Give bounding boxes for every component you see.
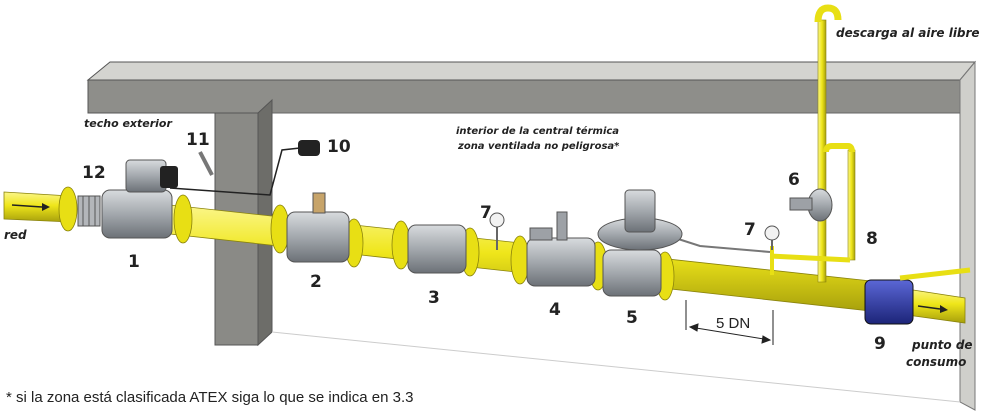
item-12-compensator bbox=[77, 195, 101, 227]
label-punto-2: consumo bbox=[906, 355, 967, 369]
item-number-7b: 7 bbox=[744, 220, 756, 240]
item-3-device bbox=[407, 224, 467, 274]
item-number-2: 2 bbox=[310, 272, 322, 292]
control-cable bbox=[169, 147, 301, 196]
label-5dn: 5 DN bbox=[716, 315, 751, 332]
item-number-7a: 7 bbox=[480, 203, 492, 223]
vent-pipes bbox=[769, 4, 856, 283]
item-4-device bbox=[526, 211, 596, 287]
item-number-12: 12 bbox=[82, 163, 106, 183]
item-number-1: 1 bbox=[128, 252, 140, 272]
item-1-valve bbox=[101, 159, 178, 239]
label-interior-1: interior de la central térmica bbox=[456, 126, 620, 137]
item-number-11: 11 bbox=[186, 130, 210, 150]
item-6-relief-valve bbox=[789, 188, 833, 222]
footnote: * si la zona está clasificada ATEX siga … bbox=[6, 389, 414, 406]
item-number-6: 6 bbox=[788, 170, 800, 190]
sensing-line bbox=[671, 236, 771, 253]
label-descarga: descarga al aire libre bbox=[836, 26, 980, 40]
item-number-3: 3 bbox=[428, 288, 440, 308]
item-number-5: 5 bbox=[626, 308, 638, 328]
pressure-gauges bbox=[489, 212, 780, 250]
label-red: red bbox=[4, 228, 27, 242]
label-interior-2: zona ventilada no peligrosa* bbox=[458, 141, 620, 152]
item-number-10: 10 bbox=[327, 137, 351, 157]
item-number-8: 8 bbox=[866, 229, 878, 249]
item-5-regulator bbox=[597, 189, 683, 297]
dimension-5dn bbox=[685, 300, 774, 345]
label-techo: techo exterior bbox=[84, 117, 172, 130]
item-2-filter bbox=[286, 192, 350, 263]
item-number-9: 9 bbox=[874, 334, 886, 354]
label-punto-1: punto de bbox=[912, 338, 973, 352]
item-10-11-actuators bbox=[198, 140, 320, 176]
item-9-insulating-valve bbox=[864, 267, 971, 325]
building-structure bbox=[86, 60, 977, 411]
item-number-4: 4 bbox=[549, 300, 561, 320]
